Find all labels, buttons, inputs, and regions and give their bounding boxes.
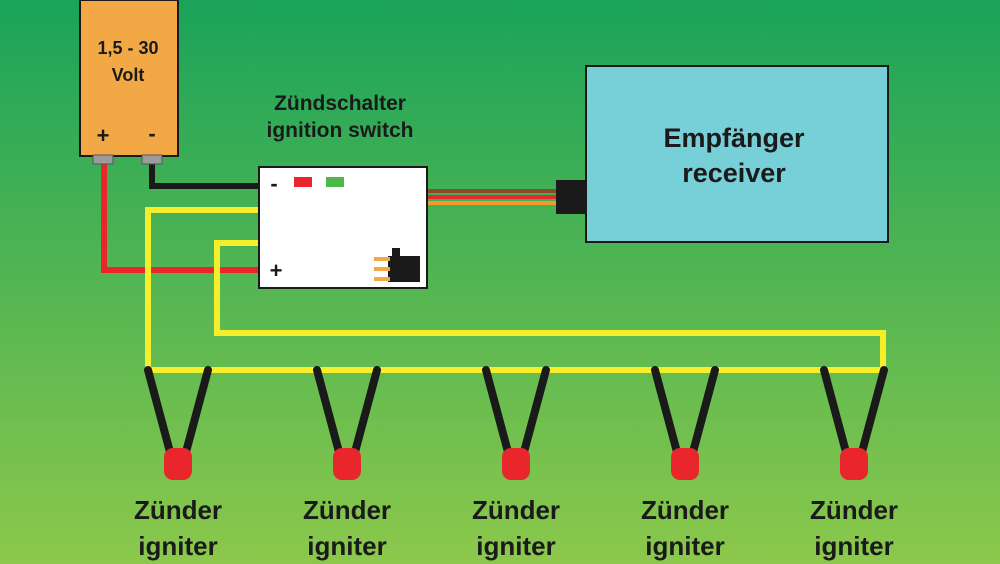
pin-header-top — [392, 248, 400, 258]
igniter-4: Zünder igniter — [641, 366, 729, 561]
igniter-label-de: Zünder — [134, 495, 222, 525]
battery: 1,5 - 30 Volt + - — [79, 0, 179, 165]
switch-minus-label: - — [270, 171, 277, 196]
igniter-label-de: Zünder — [303, 495, 391, 525]
igniter-5: Zünder igniter — [810, 366, 898, 561]
igniter-head — [333, 448, 361, 480]
receiver-label-en: receiver — [682, 158, 786, 188]
igniter-label-de: Zünder — [472, 495, 560, 525]
servo-plug — [556, 180, 586, 214]
igniter-lead-right — [858, 366, 888, 456]
receiver-label-de: Empfänger — [663, 123, 805, 153]
igniters: ZünderigniterZünderigniterZünderigniterZ… — [134, 366, 898, 561]
pin-header — [388, 256, 420, 282]
igniter-lead-left — [482, 366, 512, 456]
switch-title-de: Zündschalter — [274, 92, 406, 115]
battery-body — [79, 0, 179, 157]
ignition-wire-a — [145, 207, 880, 373]
igniter-label-en: igniter — [138, 531, 217, 561]
igniter-2: Zünder igniter — [303, 366, 391, 561]
igniter-label-en: igniter — [476, 531, 555, 561]
switch-plus-label: + — [270, 258, 283, 283]
negative-wire — [149, 160, 260, 189]
igniter-lead-left — [820, 366, 850, 456]
receiver: Empfänger receiver — [585, 65, 889, 243]
battery-voltage-label: 1,5 - 30 — [97, 38, 158, 58]
ignition-switch: Zündschalter ignition switch - + — [258, 92, 428, 289]
igniter-lead-left — [144, 366, 174, 456]
battery-volt-label: Volt — [112, 65, 145, 85]
igniter-head — [502, 448, 530, 480]
igniter-label-en: igniter — [814, 531, 893, 561]
receiver-box — [585, 65, 889, 243]
battery-plus-terminal — [92, 154, 114, 165]
igniter-lead-left — [313, 366, 343, 456]
igniter-head — [164, 448, 192, 480]
igniter-lead-right — [182, 366, 212, 456]
igniter-label-en: igniter — [645, 531, 724, 561]
wires — [101, 160, 886, 373]
igniter-head — [671, 448, 699, 480]
igniter-lead-right — [520, 366, 550, 456]
igniter-label-en: igniter — [307, 531, 386, 561]
igniter-lead-left — [651, 366, 681, 456]
igniter-1: Zünder igniter — [134, 366, 222, 561]
igniter-lead-right — [351, 366, 381, 456]
switch-title-en: ignition switch — [267, 119, 414, 142]
igniter-label-de: Zünder — [810, 495, 898, 525]
positive-wire — [101, 160, 260, 273]
igniter-head — [840, 448, 868, 480]
battery-plus-label: + — [97, 123, 110, 148]
igniter-lead-right — [689, 366, 719, 456]
ignition-wire-b — [214, 240, 886, 370]
igniter-label-de: Zünder — [641, 495, 729, 525]
battery-minus-label: - — [148, 121, 155, 146]
battery-minus-terminal — [141, 154, 163, 165]
igniter-3: Zünder igniter — [472, 366, 560, 561]
status-led-green — [326, 177, 344, 187]
status-led-red — [294, 177, 312, 187]
